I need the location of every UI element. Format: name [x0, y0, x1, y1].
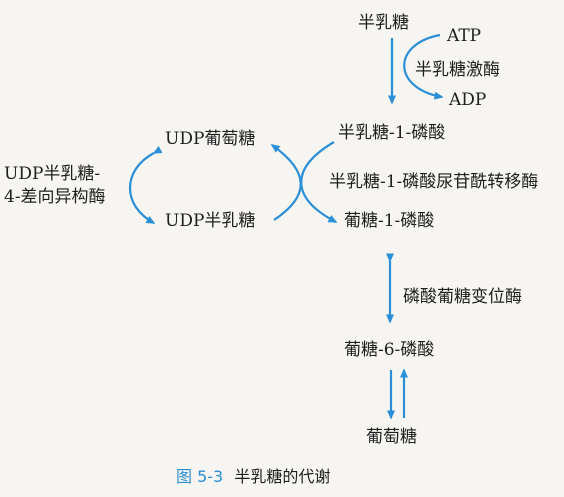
figure-number: 图 5-3	[176, 467, 224, 486]
figure-caption: 图 5-3 半乳糖的代谢	[176, 467, 330, 487]
node-gal1p: 半乳糖-1-磷酸	[338, 123, 446, 143]
arrow-atp-to-adp	[403, 33, 444, 100]
node-udp-galactose: UDP半乳糖	[165, 211, 256, 231]
node-adp: ADP	[449, 90, 487, 110]
node-galactose: 半乳糖	[358, 13, 409, 33]
enzyme-uridylyltransferase: 半乳糖-1-磷酸尿苷酰转移酶	[329, 172, 539, 192]
enzyme-epimerase-line2: 4-差向异构酶	[4, 187, 106, 207]
enzyme-phosphoglucomutase: 磷酸葡糖变位酶	[403, 287, 522, 307]
node-glucose: 葡萄糖	[366, 427, 417, 447]
figure-title: 半乳糖的代谢	[234, 467, 331, 486]
arrow-epimerase	[129, 145, 163, 224]
node-glc1p: 葡糖-1-磷酸	[344, 211, 435, 231]
arrow-udpgal-to-udpglc	[270, 144, 302, 221]
enzyme-epimerase-line1: UDP半乳糖-	[4, 164, 101, 184]
node-atp: ATP	[447, 26, 482, 46]
node-udp-glucose: UDP葡萄糖	[165, 129, 256, 149]
enzyme-galactokinase: 半乳糖激酶	[415, 60, 500, 80]
node-glc6p: 葡糖-6-磷酸	[344, 340, 435, 360]
